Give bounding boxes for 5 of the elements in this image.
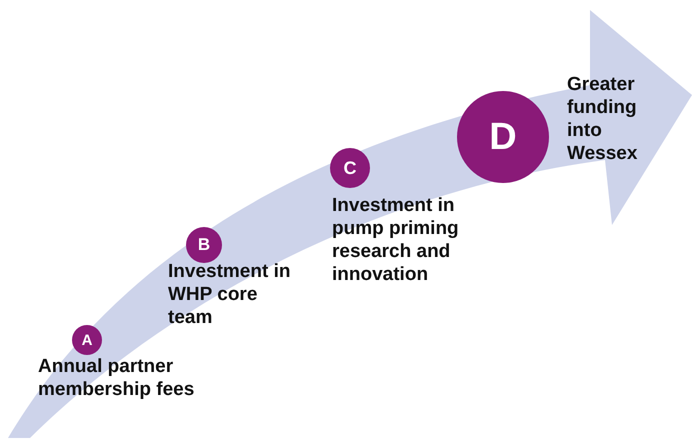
step-caption: Investment in WHP core team xyxy=(168,260,292,329)
step-marker: D xyxy=(457,91,549,183)
step-caption: Annual partner membership fees xyxy=(38,355,196,401)
step-caption: Greater funding into Wessex xyxy=(567,73,638,165)
step-caption: Investment in pump priming research and innovation xyxy=(332,194,460,286)
